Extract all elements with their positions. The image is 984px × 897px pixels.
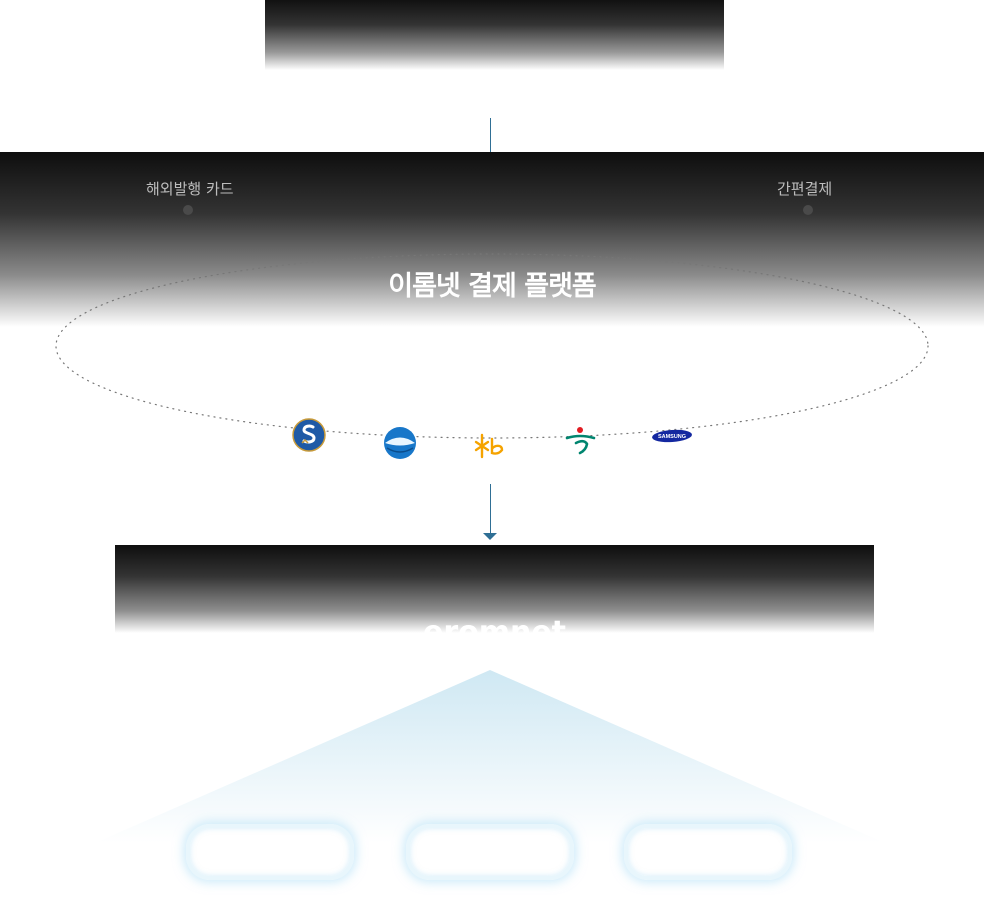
woori-logo-icon xyxy=(384,427,416,459)
easy-payment-label: 간편결제 xyxy=(777,180,833,198)
service-pill-2 xyxy=(406,824,574,880)
connector-arrow-head-2 xyxy=(483,533,497,540)
connector-arrow-line xyxy=(490,118,491,168)
shinhan-logo-icon xyxy=(292,418,326,452)
brand-band: eromnet xyxy=(115,545,874,633)
overseas-card-dot xyxy=(183,205,193,215)
samsung-logo-text: SAMSUNG xyxy=(658,434,686,440)
platform-title: 이롬넷 결제 플랫폼 xyxy=(388,271,597,302)
samsung-logo-icon: SAMSUNG xyxy=(652,429,692,443)
easy-payment-dot xyxy=(803,205,813,215)
hana-logo-icon xyxy=(565,427,596,455)
platform-ellipse xyxy=(55,253,929,439)
connector-arrow-line-2 xyxy=(490,484,491,534)
overseas-card-label: 해외발행 카드 xyxy=(146,180,234,198)
service-pill-1 xyxy=(186,824,354,880)
distribution-triangle xyxy=(95,670,885,843)
top-header-band xyxy=(265,0,724,70)
brand-logo-text: eromnet xyxy=(422,615,567,633)
kb-logo-icon xyxy=(474,433,504,459)
platform-band xyxy=(0,152,984,327)
service-pill-3 xyxy=(624,824,792,880)
